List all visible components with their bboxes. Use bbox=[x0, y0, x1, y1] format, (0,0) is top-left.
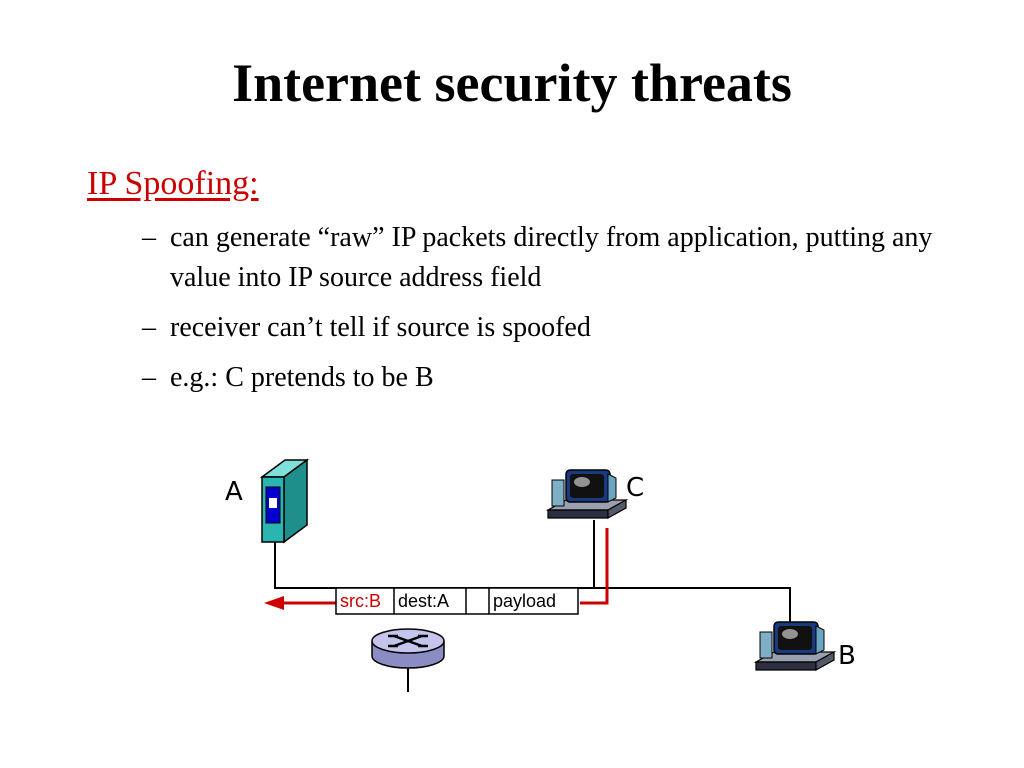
packet-dest-field: dest:A bbox=[398, 591, 449, 611]
bullet-item: – receiver can’t tell if source is spoof… bbox=[142, 308, 982, 348]
spoofed-path-from-c bbox=[580, 528, 609, 605]
ip-packet: src:B dest:A payload bbox=[335, 587, 579, 615]
packet-src-field: src:B bbox=[340, 591, 381, 611]
lan-link bbox=[274, 540, 791, 630]
workstation-icon bbox=[753, 621, 837, 672]
packet-payload-field: payload bbox=[493, 591, 556, 611]
spoofed-path bbox=[282, 528, 609, 605]
slide-title: Internet security threats bbox=[232, 53, 792, 113]
server-icon bbox=[259, 458, 310, 544]
host-b-label: B bbox=[838, 641, 856, 671]
bullet-list: – can generate “raw” IP packets directly… bbox=[142, 218, 982, 408]
host-c-label: C bbox=[626, 473, 644, 503]
bullet-item: – can generate “raw” IP packets directly… bbox=[142, 218, 982, 298]
bullet-marker: – bbox=[142, 222, 156, 253]
bullet-marker: – bbox=[142, 362, 156, 393]
arrow-head-icon bbox=[264, 596, 284, 610]
bullet-marker: – bbox=[142, 312, 156, 343]
section-heading: IP Spoofing: bbox=[87, 165, 259, 202]
bullet-item: – e.g.: C pretends to be B bbox=[142, 358, 982, 398]
bullet-text: e.g.: C pretends to be B bbox=[170, 362, 434, 393]
workstation-icon bbox=[545, 469, 629, 520]
router-icon bbox=[371, 628, 445, 669]
bullet-text: can generate “raw” IP packets directly f… bbox=[170, 222, 933, 293]
bullet-text: receiver can’t tell if source is spoofed bbox=[170, 312, 591, 343]
host-a-label: A bbox=[225, 477, 243, 507]
